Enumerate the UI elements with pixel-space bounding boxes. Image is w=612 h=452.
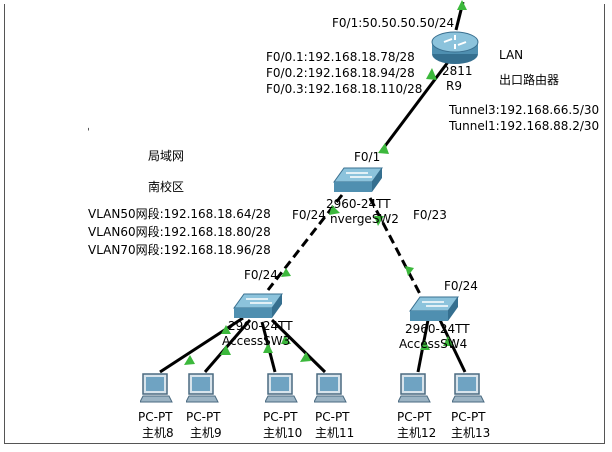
router-role-label: 出口路由器 [499, 73, 560, 87]
port-label: F0/23 [413, 208, 447, 222]
campus-subtitle: 南校区 [148, 180, 185, 194]
link-status-up-marker [221, 325, 231, 334]
pc-icon[interactable] [314, 372, 348, 406]
switch-icon[interactable] [332, 166, 384, 196]
link-convergesw-to-accesssw3[interactable] [266, 194, 344, 291]
link-status-up-marker [184, 355, 195, 365]
switch-icon[interactable] [232, 292, 284, 322]
diagram-frame [4, 4, 605, 444]
link-status-up-marker [329, 205, 340, 215]
router-top-interface-label: F0/1:50.50.50.50/24 [332, 16, 455, 30]
pc-icon[interactable] [186, 372, 220, 406]
link-status-up-marker [374, 216, 384, 226]
tunnel-label: Tunnel1:192.168.88.2/30 [449, 119, 600, 133]
router-name-label: R9 [446, 79, 462, 93]
link-router-to-convergesw[interactable] [380, 61, 450, 151]
link-status-up-marker [281, 268, 291, 277]
router-subinterface-label: F0/0.3:192.168.18.110/28 [266, 82, 423, 96]
pc-name-label: 主机13 [451, 426, 491, 440]
router-subinterface-label: F0/0.1:192.168.18.78/28 [266, 50, 415, 64]
switch-model-label: 2960-24TT [228, 319, 293, 333]
link-accesssw3-to-pc8[interactable] [159, 316, 244, 374]
pc-icon[interactable] [398, 372, 432, 406]
port-label: F0/1 [354, 150, 381, 164]
switch-name-label: AccessSW4 [399, 337, 468, 351]
tunnel-label: Tunnel3:192.168.66.5/30 [449, 103, 600, 117]
switch-icon[interactable] [408, 295, 460, 325]
vlan-subnet-label: VLAN70网段:192.168.18.96/28 [88, 243, 271, 257]
link-status-up-marker [220, 345, 231, 355]
pc-type-label: PC-PT [186, 410, 221, 424]
pc-icon[interactable] [452, 372, 486, 406]
link-status-up-marker [300, 352, 311, 362]
switch-model-label: 2960-24TT [405, 322, 470, 336]
link-status-up-marker [426, 68, 437, 80]
link-status-up-marker [457, 0, 467, 10]
pc-icon[interactable] [140, 372, 174, 406]
pc-type-label: PC-PT [263, 410, 298, 424]
link-accesssw3-to-pc11[interactable] [270, 318, 327, 374]
switch-name-label: nvergeSW2 [330, 212, 399, 226]
link-status-up-marker [405, 266, 414, 276]
lan-label: LAN [499, 48, 524, 62]
pc-type-label: PC-PT [451, 410, 486, 424]
switch-name-label: AccessSW3 [222, 334, 291, 348]
pc-name-label: 主机11 [315, 426, 355, 440]
link-accesssw3-to-pc9[interactable] [203, 319, 252, 373]
router-model-label: 2811 [442, 64, 473, 78]
link-status-up-marker [263, 343, 273, 353]
pc-name-label: 主机10 [263, 426, 303, 440]
vlan-subnet-label: VLAN50网段:192.168.18.64/28 [88, 207, 271, 221]
link-convergesw-to-accesssw4[interactable] [368, 197, 422, 295]
vlan-subnet-label: VLAN60网段:192.168.18.80/28 [88, 225, 271, 239]
pc-type-label: PC-PT [315, 410, 350, 424]
port-label: F0/24 [444, 279, 478, 293]
pc-type-label: PC-PT [397, 410, 432, 424]
pc-name-label: 主机8 [142, 426, 174, 440]
pc-type-label: PC-PT [138, 410, 173, 424]
router-icon[interactable] [430, 30, 480, 66]
pc-name-label: 主机9 [190, 426, 222, 440]
pc-name-label: 主机12 [397, 426, 437, 440]
port-label: F0/24 [292, 208, 326, 222]
port-label: F0/24 [244, 268, 278, 282]
link-status-up-marker [281, 335, 291, 344]
stray-mark: ˌ [87, 121, 90, 132]
campus-title: 局域网 [148, 149, 185, 163]
pc-icon[interactable] [265, 372, 299, 406]
router-subinterface-label: F0/0.2:192.168.18.94/28 [266, 66, 415, 80]
link-status-up-marker [443, 336, 453, 346]
switch-model-label: 2960-24TT [326, 197, 391, 211]
link-status-up-marker [378, 143, 389, 154]
link-status-up-marker [420, 340, 430, 350]
